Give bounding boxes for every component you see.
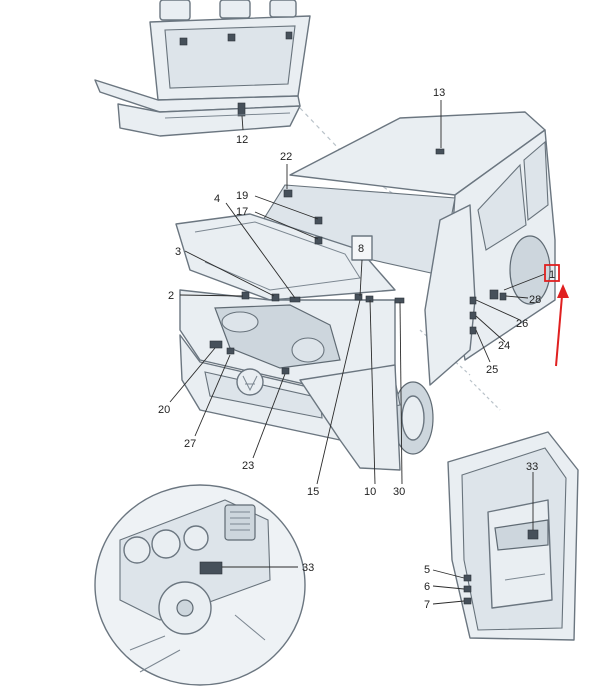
callout-13: 13 [433,87,445,99]
callout-23: 23 [242,460,254,472]
callout-19: 19 [236,190,248,202]
callout-20: 20 [158,404,170,416]
callout-7: 7 [424,599,430,611]
rear-bench-seat [94,0,311,137]
callout-25: 25 [486,364,498,376]
callout-33-dash: 33 [302,562,314,574]
callout-15: 15 [307,486,319,498]
callout-6: 6 [424,581,430,593]
sliding-door [447,431,579,641]
callout-2: 2 [168,290,174,302]
highlight-box [544,264,560,282]
callout-3: 3 [175,246,181,258]
callout-28: 28 [529,294,541,306]
callout-labels: 1 2 3 4 5 6 7 8 10 12 13 15 17 19 20 22 … [158,87,555,611]
callout-12: 12 [236,134,248,146]
dashboard-inset [94,484,306,686]
callout-27: 27 [184,438,196,450]
callout-4: 4 [214,193,220,205]
highlight-arrow-icon [555,295,563,367]
callout-17: 17 [236,206,248,218]
leader-lines [169,100,546,605]
callout-24: 24 [498,340,510,352]
callout-26: 26 [516,318,528,330]
callout-33-door: 33 [526,461,538,473]
callout-5: 5 [424,564,430,576]
callout-22: 22 [280,151,292,163]
van-body [175,111,556,471]
highlight-marker [544,264,569,367]
callout-8: 8 [358,243,364,255]
callout-30: 30 [393,486,405,498]
callout-1: 1 [549,269,555,281]
callout-10: 10 [364,486,376,498]
